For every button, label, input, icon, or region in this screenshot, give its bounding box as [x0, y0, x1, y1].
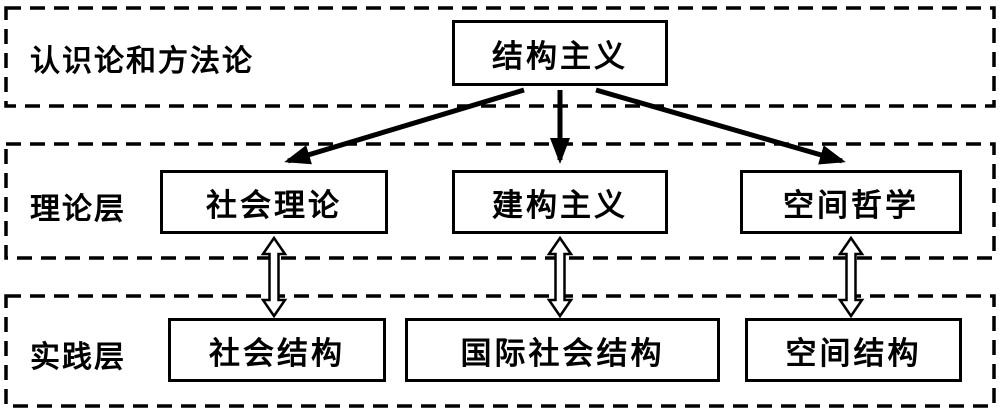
- band-label-epistemology: 认识论和方法论: [30, 44, 254, 79]
- arrow-structuralism-to-spatial-philosophy: [595, 87, 846, 165]
- band-label-practice: 实践层: [30, 340, 126, 375]
- node-social-theory: 社会理论: [160, 170, 388, 234]
- node-social-structure: 社会结构: [168, 318, 386, 382]
- double-arrow-social-theory-social-structure: [260, 235, 288, 319]
- arrow-structuralism-to-social-theory: [284, 87, 525, 165]
- band-label-theory: 理论层: [30, 192, 126, 227]
- node-constructivism: 建构主义: [452, 170, 668, 234]
- double-arrow-spatial-philosophy-spatial-structure: [837, 235, 865, 319]
- node-spatial-philosophy: 空间哲学: [740, 170, 962, 234]
- node-spatial-structure: 空间结构: [745, 318, 962, 382]
- node-structuralism: 结构主义: [452, 20, 668, 86]
- node-international-social-structure: 国际社会结构: [405, 318, 720, 382]
- double-arrow-constructivism-international-social-structure: [546, 235, 574, 319]
